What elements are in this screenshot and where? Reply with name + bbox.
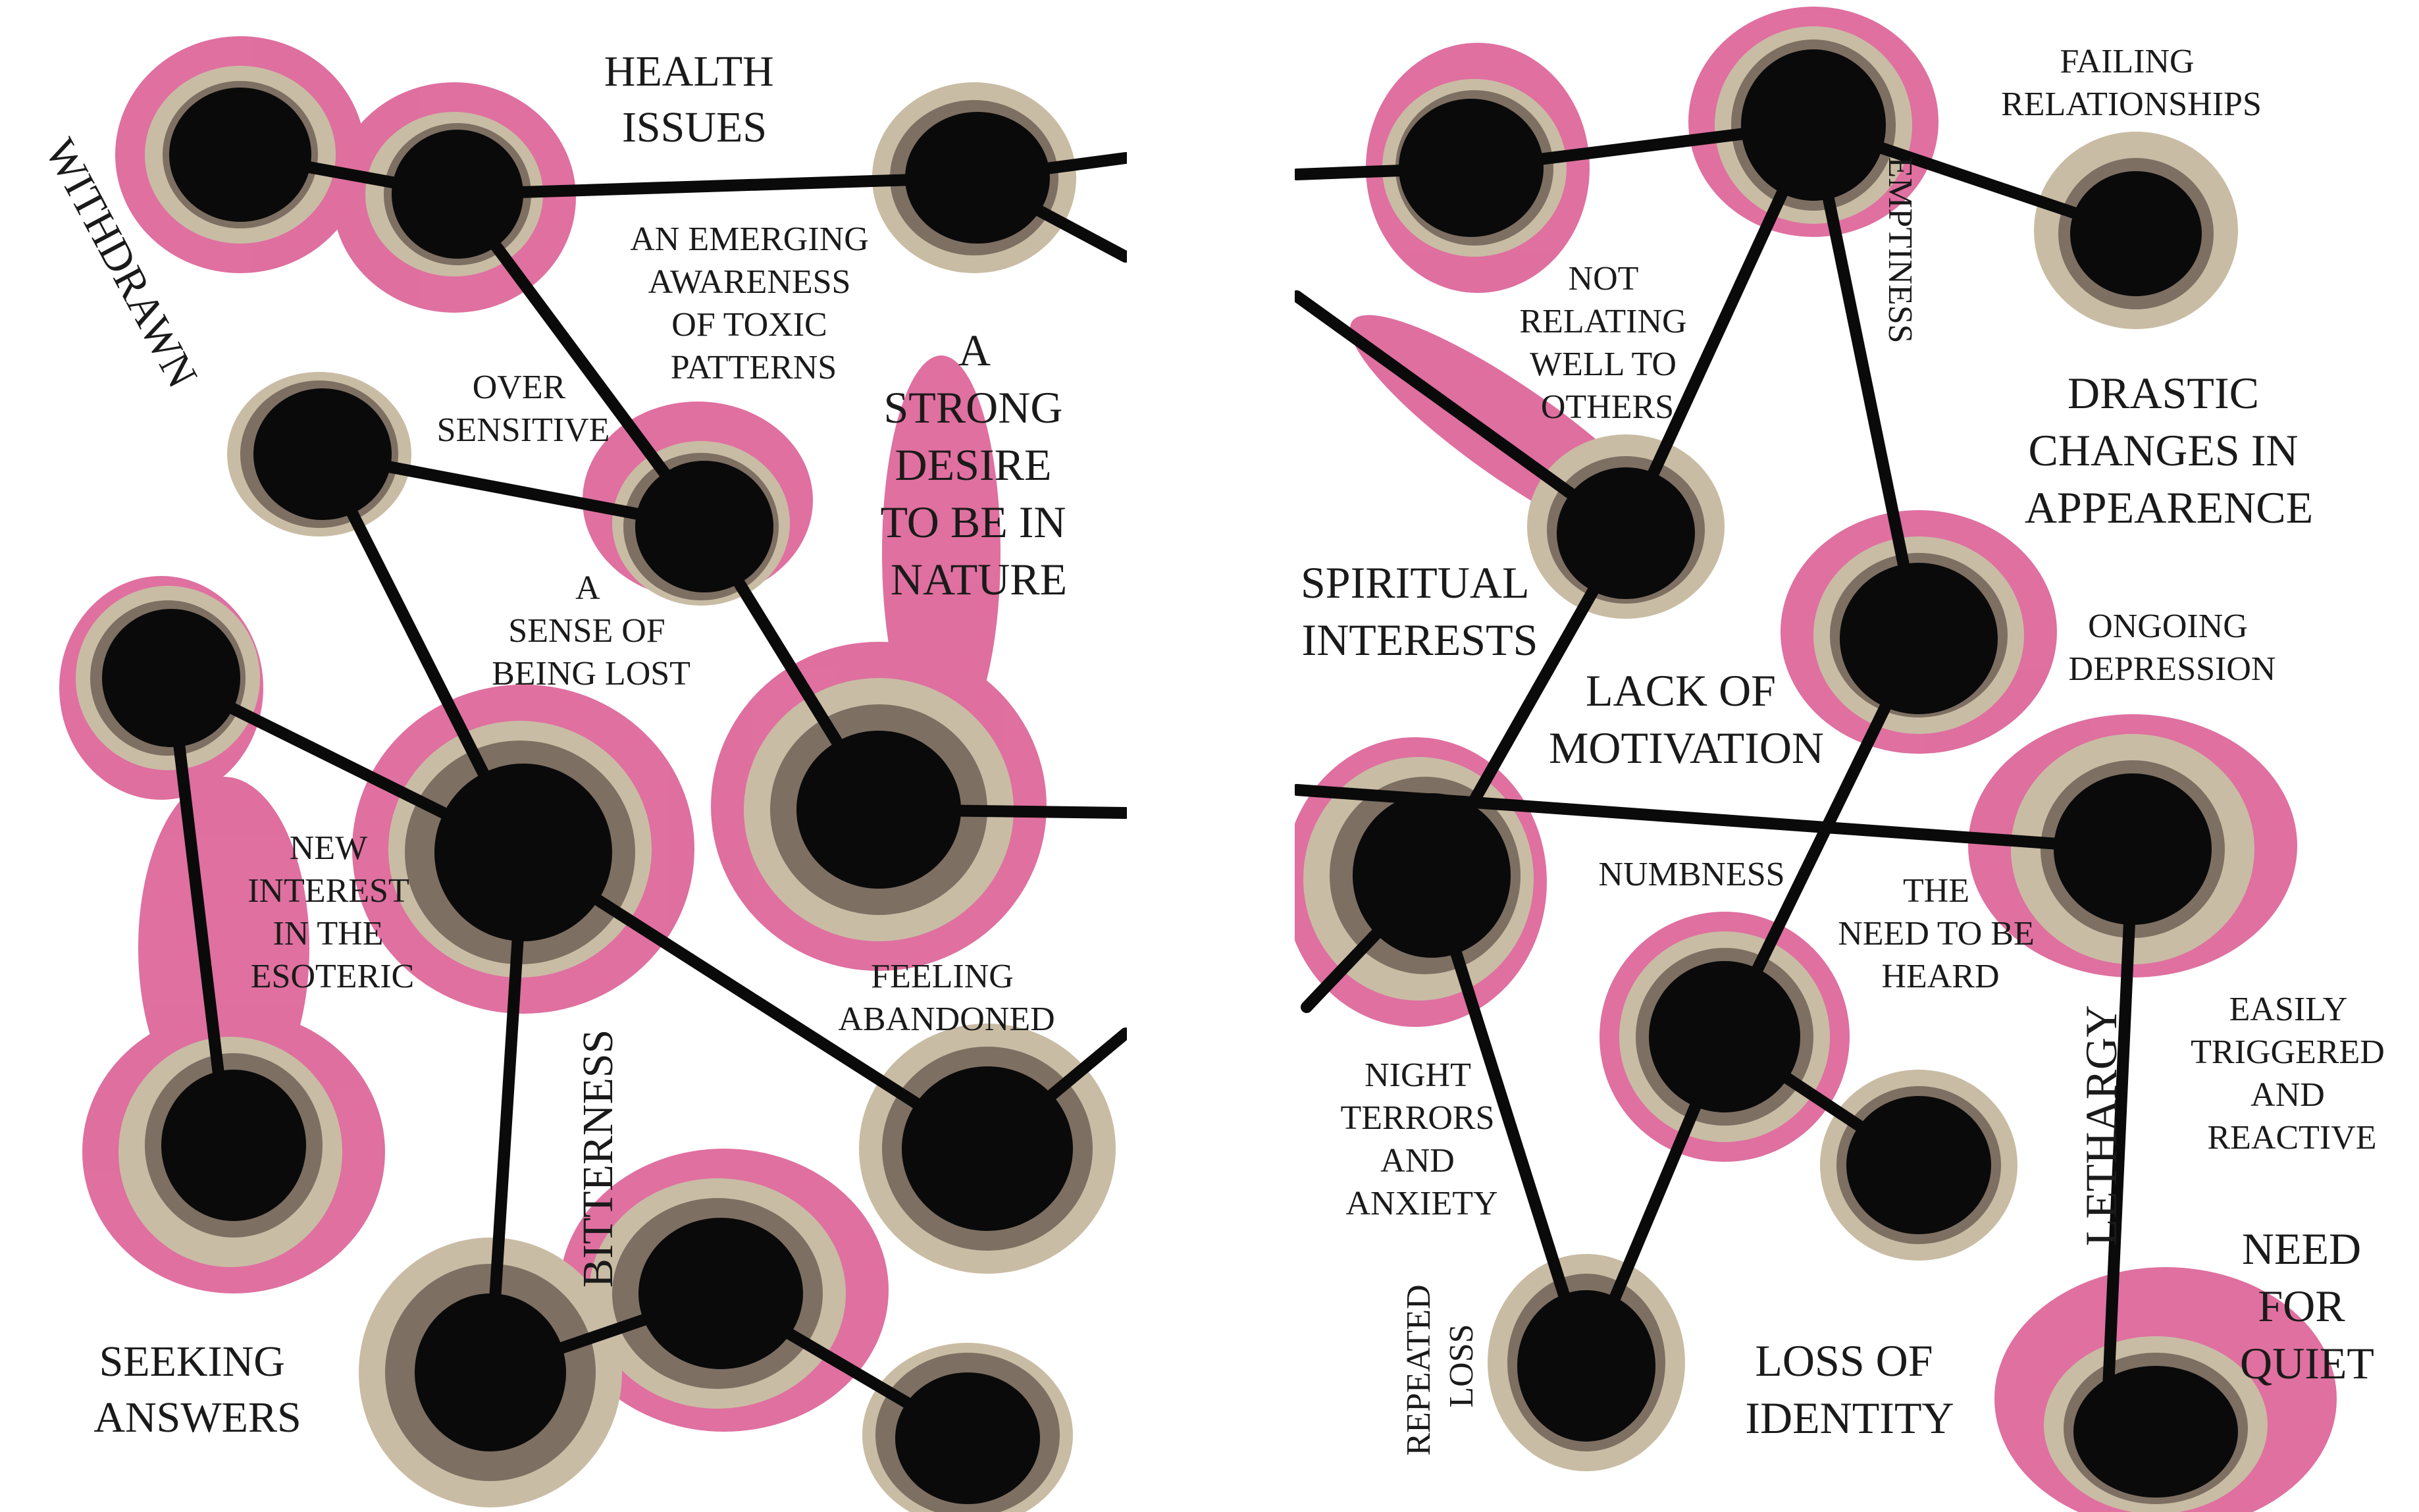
- label-emptiness: EMPTINESS: [1881, 157, 1919, 343]
- label-lethargy: LETHARGY: [2076, 1005, 2126, 1246]
- label-need-for-quiet: NEED FOR QUIET: [2240, 1224, 2374, 1388]
- node-core: [2073, 1366, 2238, 1498]
- label-drastic-changes: DRASTIC CHANGES IN APPEARENCE: [2025, 368, 2313, 533]
- page-gutter: [1127, 0, 1295, 1512]
- node-core: [161, 1070, 306, 1221]
- label-bitterness: BITTERNESS: [574, 1030, 622, 1288]
- label-numbness: NUMBNESS: [1598, 856, 1784, 893]
